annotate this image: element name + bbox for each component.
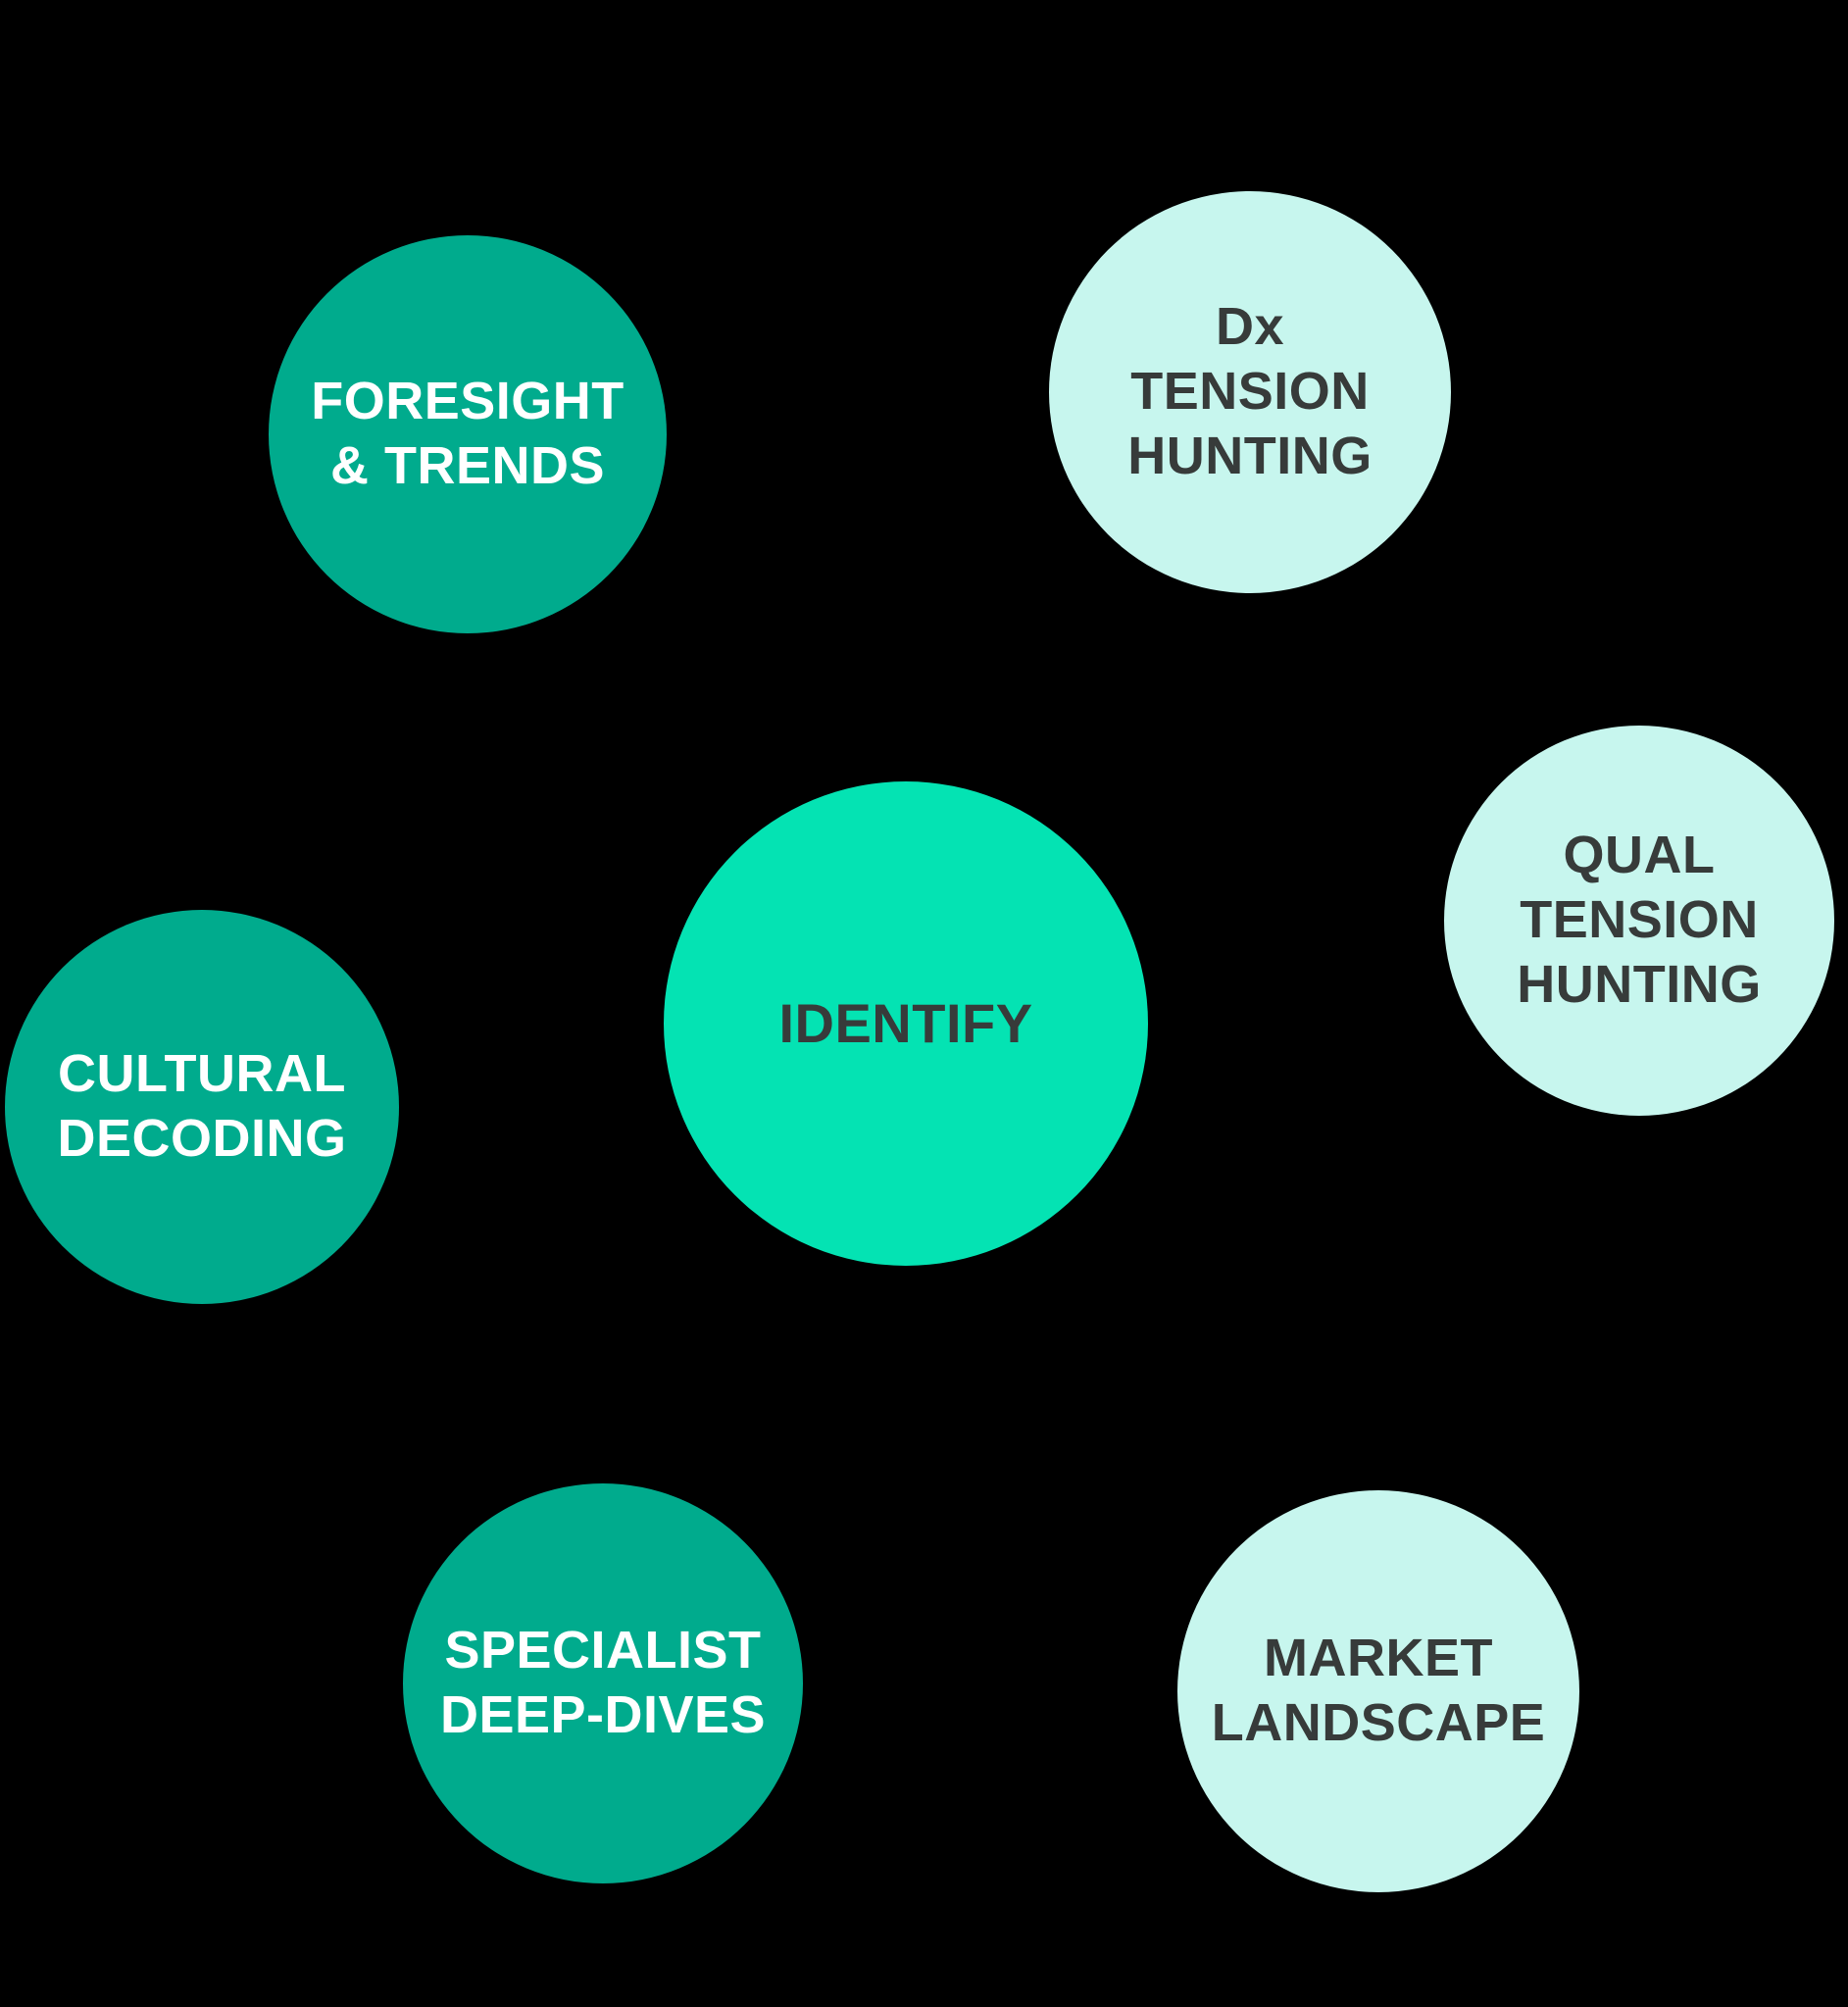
node-label-line: LANDSCAPE [1211,1693,1546,1752]
node-label-line: TENSION [1130,362,1370,422]
node-label-identify: IDENTIFY [778,990,1032,1057]
node-label-line: TENSION [1520,890,1759,950]
node-label-line: SPECIALIST [444,1621,762,1681]
node-label-line: DEEP-DIVES [439,1685,767,1744]
node-label-line: MARKET [1264,1629,1493,1688]
node-label-line: QUAL [1563,826,1716,885]
node-label-line: IDENTIFY [778,991,1033,1054]
node-label-line: DECODING [57,1109,347,1168]
node-label-foresight-trends: FORESIGHT& TRENDS [311,370,624,499]
node-label-line: HUNTING [1517,954,1762,1014]
node-label-line: & TRENDS [329,436,605,495]
node-label-line: HUNTING [1127,426,1373,485]
node-label-line: FORESIGHT [311,372,624,431]
node-foresight-trends: FORESIGHT& TRENDS [269,235,667,633]
node-label-line: Dx [1215,297,1284,357]
node-identify: IDENTIFY [664,781,1148,1266]
node-label-line: CULTURAL [58,1044,346,1104]
